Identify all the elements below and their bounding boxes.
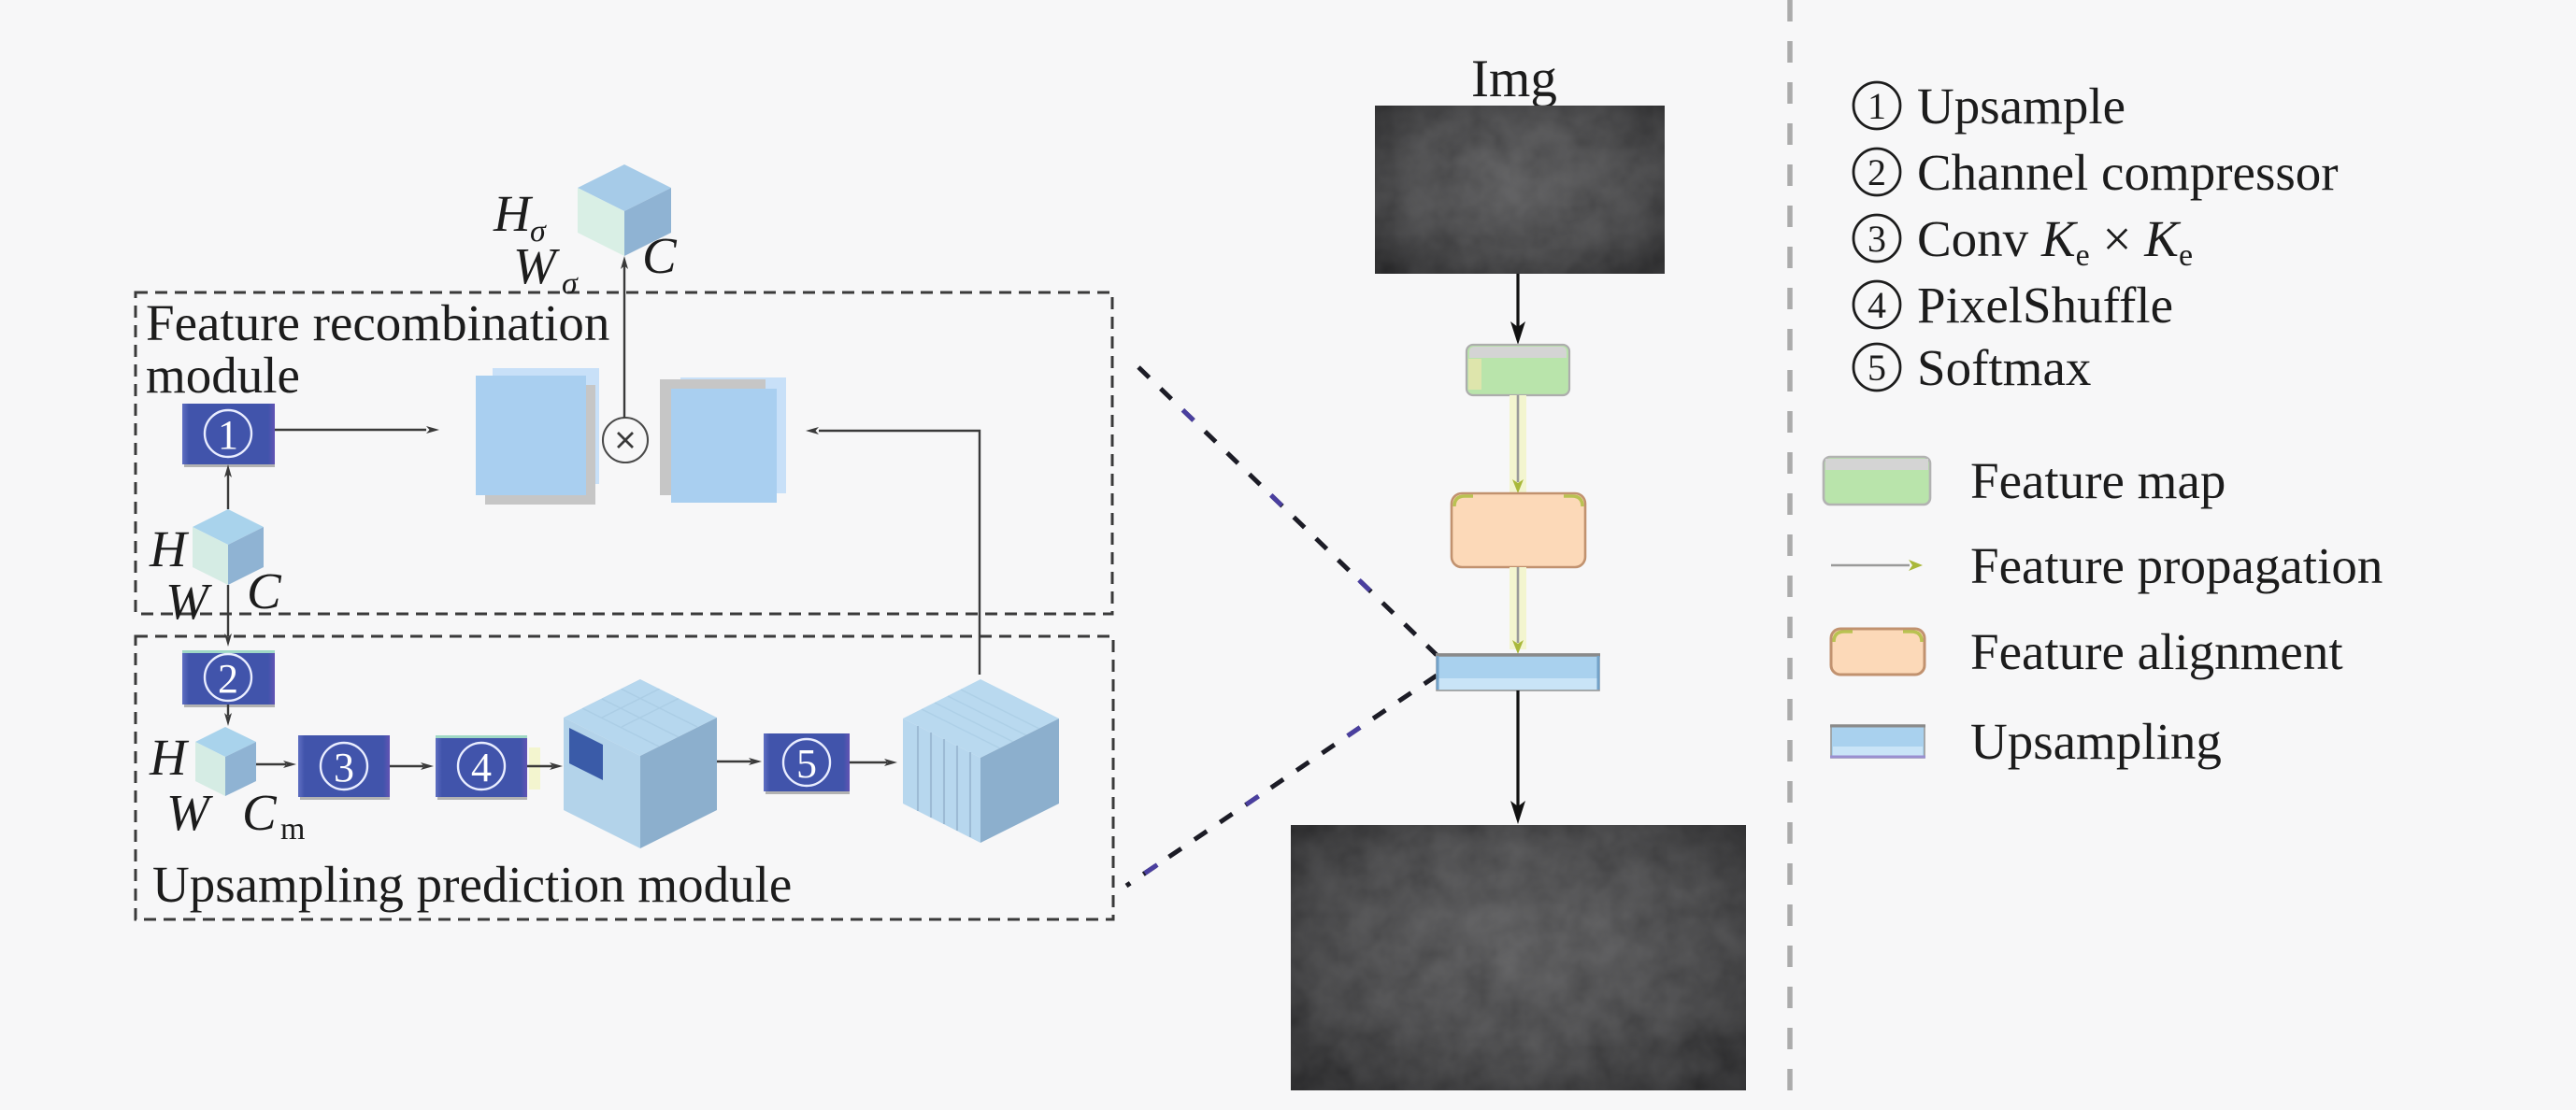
svg-text:Softmax: Softmax [1917,339,2091,396]
svg-text:Feature map: Feature map [1970,452,2225,509]
svg-text:Feature alignment: Feature alignment [1970,623,2343,680]
svg-text:2: 2 [1868,151,1886,193]
svg-text:Channel compressor: Channel compressor [1917,144,2339,201]
svg-text:Upsampling prediction module: Upsampling prediction module [152,856,792,913]
svg-text:5: 5 [796,741,817,787]
svg-text:1: 1 [1868,85,1886,127]
svg-text:W: W [165,573,212,630]
svg-text:4: 4 [1868,284,1886,326]
svg-text:W: W [166,784,213,841]
svg-text:3: 3 [334,745,354,790]
svg-text:Conv Ke × Ke: Conv Ke × Ke [1917,210,2193,273]
svg-text:W: W [513,237,560,294]
svg-text:Upsample: Upsample [1917,78,2125,135]
svg-text:PixelShuffle: PixelShuffle [1917,277,2173,334]
svg-text:Feature recombination: Feature recombination [146,294,609,351]
svg-text:C: C [247,562,282,619]
svg-text:C: C [642,227,678,284]
svg-text:3: 3 [1868,218,1886,260]
svg-text:C: C [242,784,278,841]
svg-text:1: 1 [218,412,238,458]
svg-text:σ: σ [562,266,579,301]
svg-text:m: m [280,812,305,847]
svg-text:H: H [149,729,190,786]
svg-text:H: H [149,520,190,577]
svg-text:H: H [493,185,534,242]
svg-text:Img: Img [1471,50,1557,108]
svg-text:Feature propagation: Feature propagation [1970,537,2383,594]
svg-text:Upsampling: Upsampling [1970,713,2222,770]
svg-text:σ: σ [530,214,547,249]
svg-text:5: 5 [1868,347,1886,389]
svg-text:2: 2 [218,656,238,702]
svg-text:4: 4 [471,745,492,790]
svg-text:module: module [146,347,300,404]
